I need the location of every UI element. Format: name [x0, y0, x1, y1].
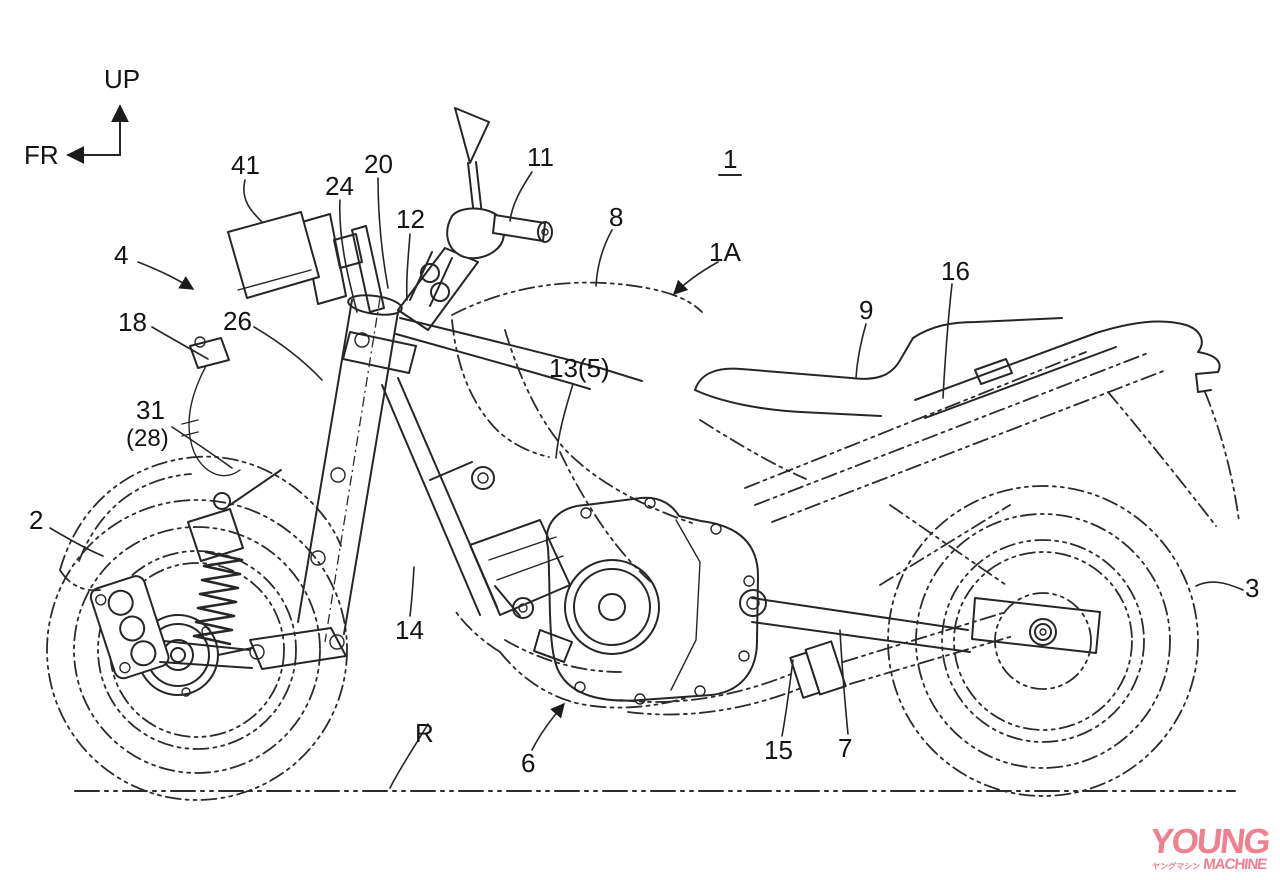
- orientation-axes: [66, 104, 129, 164]
- watermark-katakana: ヤングマシン: [1151, 862, 1201, 871]
- leader-24: [338, 199, 358, 313]
- leader-2: [49, 527, 104, 557]
- leader-7: [839, 629, 849, 735]
- callout-15: 15: [764, 735, 793, 765]
- leader-31: [171, 426, 233, 469]
- leader-13-5: [555, 383, 574, 459]
- front-fender: [59, 455, 342, 592]
- leader-r: [389, 723, 429, 789]
- exhaust: [619, 611, 1014, 716]
- leader-4: [137, 261, 195, 290]
- callout-20: 20: [364, 149, 393, 179]
- callout-2: 2: [29, 505, 43, 535]
- leader-11: [509, 171, 533, 222]
- swingarm-pivot: [739, 589, 767, 617]
- callout-3: 3: [1245, 573, 1259, 603]
- rear-rack: [744, 320, 1240, 527]
- callout-7: 7: [838, 733, 852, 763]
- front-suspension: [181, 213, 479, 670]
- handlebar: [409, 107, 553, 307]
- watermark-machine: MACHINE: [1202, 856, 1268, 873]
- callout-18: 18: [118, 307, 147, 337]
- callout-16: 16: [941, 256, 970, 286]
- callouts: UP FR 41 24 20 12 11 1 8 1A 9 16 4 18 26…: [24, 64, 1259, 778]
- leader-16: [942, 283, 953, 399]
- watermark-logo: YOUNG ヤングマシン MACHINE: [1133, 822, 1271, 873]
- leader-3: [1195, 581, 1244, 591]
- leader-1a: [672, 261, 719, 296]
- seat: [694, 317, 1063, 417]
- ground-label: R: [415, 718, 434, 748]
- leader-41: [243, 179, 263, 223]
- leader-9: [855, 323, 867, 379]
- leader-6: [531, 702, 565, 751]
- leader-8: [595, 229, 613, 287]
- leader-lines: [49, 171, 1244, 789]
- callout-9: 9: [859, 295, 873, 325]
- battery-box: [227, 211, 320, 299]
- callout-24: 24: [325, 171, 354, 201]
- leader-15: [781, 659, 794, 737]
- callout-14: 14: [395, 615, 424, 645]
- callout-28: (28): [126, 425, 169, 452]
- tail-edge: [1204, 391, 1240, 522]
- front-brake-caliper: [89, 575, 170, 680]
- callout-41: 41: [231, 150, 260, 180]
- leader-26: [253, 326, 323, 381]
- front-wheel: [46, 499, 348, 801]
- swingarm: [751, 504, 1101, 654]
- leader-20: [377, 177, 389, 289]
- mirror: [454, 107, 490, 164]
- leader-18: [151, 326, 209, 360]
- callout-11: 11: [527, 142, 554, 172]
- callout-31: 31: [136, 395, 165, 425]
- watermark-young: YOUNG: [1148, 822, 1271, 861]
- leader-12: [405, 233, 411, 301]
- rear-wheel: [887, 485, 1199, 797]
- callout-6: 6: [521, 748, 535, 778]
- callout-1a: 1A: [709, 237, 741, 267]
- axis-label-fr: FR: [24, 140, 59, 170]
- leader-14: [409, 566, 415, 617]
- callout-13-5: 13(5): [549, 353, 610, 383]
- callout-4: 4: [114, 240, 128, 270]
- bodywork: [451, 281, 807, 709]
- callout-26: 26: [223, 306, 252, 336]
- figure-number: 1: [723, 144, 737, 174]
- axis-label-up: UP: [104, 64, 140, 94]
- callout-8: 8: [609, 202, 623, 232]
- callout-12: 12: [396, 204, 425, 234]
- engine: [545, 496, 767, 705]
